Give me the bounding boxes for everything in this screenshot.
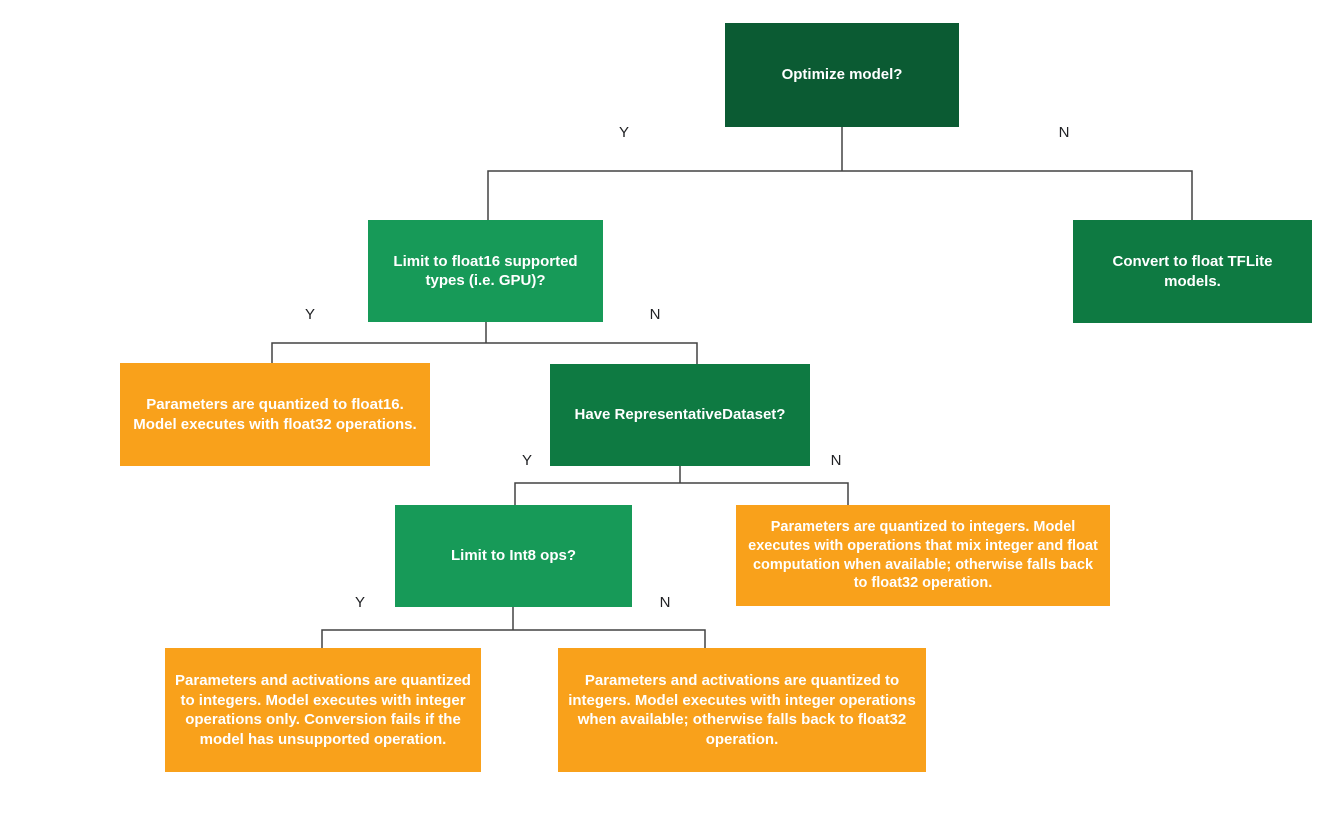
node-limit-float16[interactable]: Limit to float16 supported types (i.e. G… — [368, 220, 603, 322]
edge-label-float16-no: N — [649, 306, 661, 323]
node-int8-fallback-outcome: Parameters and activations are quantized… — [558, 648, 926, 772]
edge-int8-branches — [321, 629, 706, 650]
edge-label-representative-no: N — [830, 452, 842, 469]
node-mixed-computation-outcome: Parameters are quantized to integers. Mo… — [736, 505, 1110, 606]
edge-label-int8-no: N — [659, 594, 671, 611]
node-have-representative-dataset[interactable]: Have RepresentativeDataset? — [550, 364, 810, 466]
node-limit-int8-ops[interactable]: Limit to Int8 ops? — [395, 505, 632, 607]
node-limit-float16-label: Limit to float16 supported types (i.e. G… — [393, 252, 578, 290]
node-int8-only-outcome: Parameters and activations are quantized… — [165, 648, 481, 772]
node-int8-only-outcome-label: Parameters and activations are quantized… — [175, 672, 471, 748]
node-convert-float-tflite[interactable]: Convert to float TFLite models. — [1073, 220, 1312, 323]
edge-label-int8-yes: Y — [354, 594, 365, 611]
edge-optimize-branches — [487, 170, 1193, 220]
node-float16-outcome: Parameters are quantized to float16. Mod… — [120, 363, 430, 466]
edge-label-optimize-no: N — [1058, 124, 1070, 141]
node-have-representative-dataset-label: Have RepresentativeDataset? — [574, 406, 786, 424]
node-optimize-model-label: Optimize model? — [781, 66, 903, 84]
edge-label-optimize-yes: Y — [618, 124, 629, 141]
node-optimize-model[interactable]: Optimize model? — [725, 23, 959, 127]
edge-label-representative-yes: Y — [521, 452, 532, 469]
node-convert-float-tflite-label: Convert to float TFLite models. — [1112, 253, 1273, 290]
node-float16-outcome-label: Parameters are quantized to float16. Mod… — [133, 396, 417, 433]
edge-label-float16-yes: Y — [304, 306, 315, 323]
edge-float16-branches — [271, 342, 698, 365]
node-limit-int8-ops-label: Limit to Int8 ops? — [451, 547, 576, 565]
node-int8-fallback-outcome-label: Parameters and activations are quantized… — [568, 672, 916, 748]
edge-representative-branches — [514, 482, 849, 505]
node-mixed-computation-outcome-label: Parameters are quantized to integers. Mo… — [748, 518, 1098, 592]
